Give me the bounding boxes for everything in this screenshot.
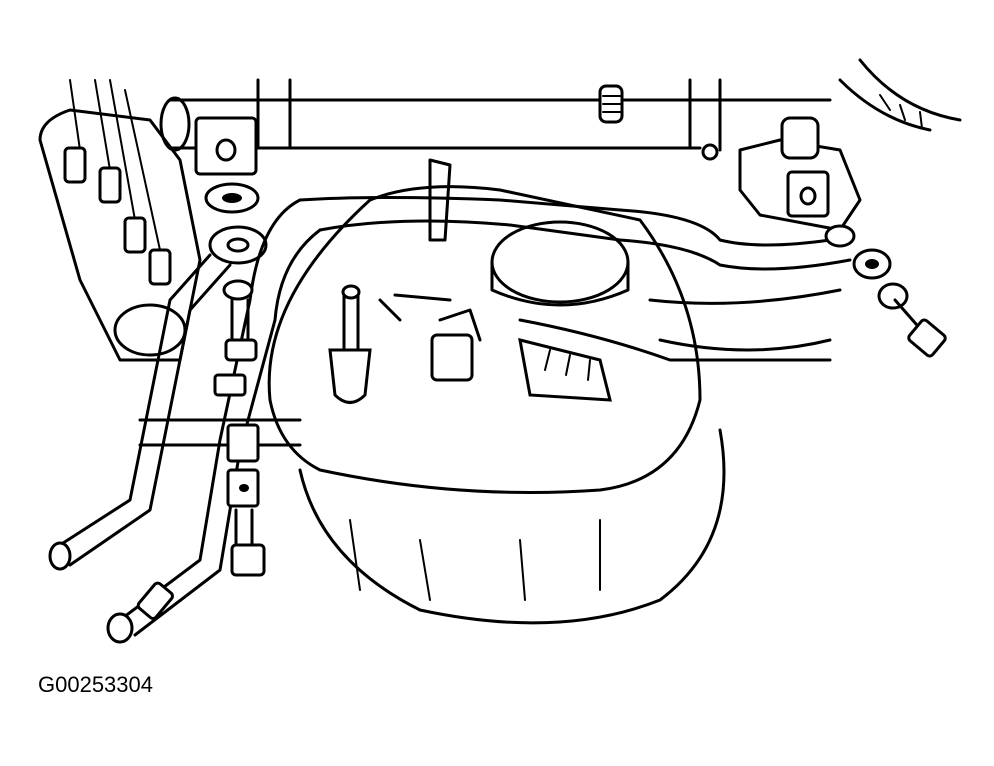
- left-bolts: [213, 279, 266, 577]
- sender-and-connector: [328, 284, 612, 404]
- pressure-regulator: [738, 58, 962, 232]
- figure-code: G00253304: [38, 672, 153, 697]
- left-bracket: [194, 116, 268, 265]
- left-component: [38, 79, 202, 362]
- fuel-rail: [159, 78, 832, 161]
- fuel-tank: [267, 158, 726, 625]
- fuel-lines: [48, 196, 852, 644]
- right-fasteners: [518, 224, 947, 362]
